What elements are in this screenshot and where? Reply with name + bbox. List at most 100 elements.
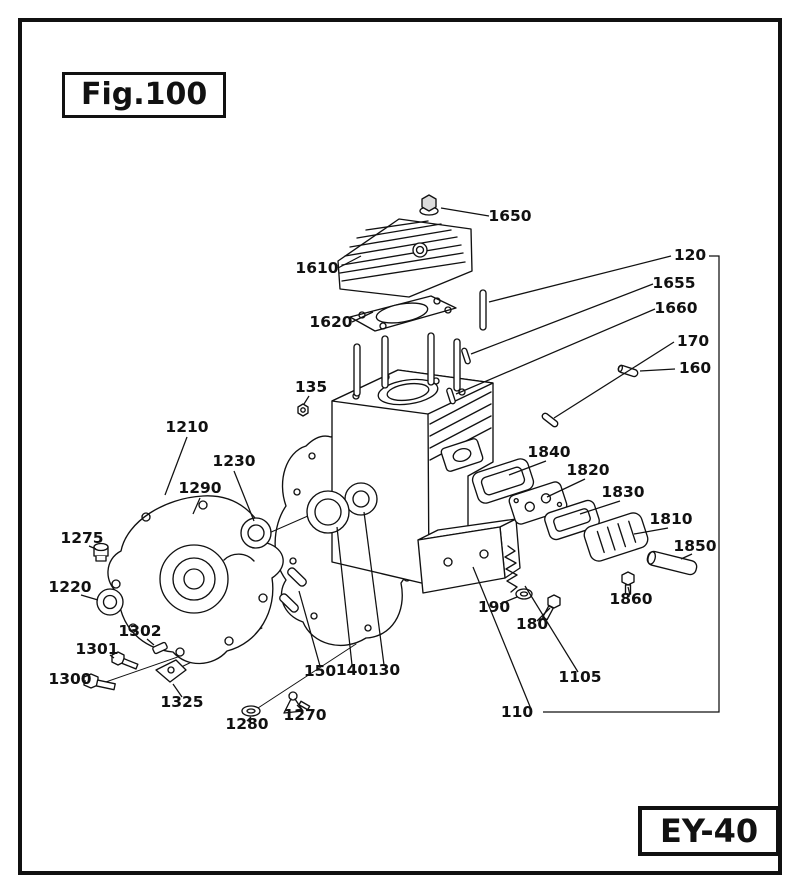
diagram-frame [18,18,782,875]
model-number-box: EY-40 [638,806,781,857]
leader-line-1220 [80,594,99,601]
leader-line-110 [472,566,532,710]
pipe-1850-illustration [646,550,698,576]
oil-seal-1220-illustration [96,588,124,616]
group-bracket-line [543,255,720,713]
part-number-150: 150 [304,662,337,680]
part-number-1280: 1280 [225,715,268,733]
leader-line-1325 [172,683,183,698]
part-number-1210: 1210 [165,418,208,436]
leader-line-1860 [627,586,631,596]
figure-number-box: Fig.100 [62,72,227,118]
leader-line-1830 [579,500,621,515]
leader-lines [80,207,720,722]
leader-line-180 [536,607,551,622]
leader-line-130 [363,511,385,666]
stud-170-illustration [541,412,559,428]
leader-line-1620 [351,311,374,323]
cylinder-stud-illustrations [353,332,461,397]
bolt-1300-illustration [83,673,116,691]
stud-1655-illustration [461,347,471,365]
leader-line-1610 [337,255,362,269]
part-number-1610: 1610 [295,259,338,277]
part-number-1830: 1830 [601,483,644,501]
breather-cover-illustration [583,512,649,562]
leader-line-1270 [296,704,304,712]
leader-line-140 [336,526,353,666]
model-number: EY-40 [660,812,759,850]
bracket-1325-illustration [155,659,187,683]
part-number-1810: 1810 [649,510,692,528]
leader-line-170 [553,341,675,419]
head-bolt-illustration [419,194,439,216]
figure-number: Fig.100 [81,77,208,112]
leader-line-1650 [440,207,490,217]
head-gasket-illustration [349,295,457,332]
part-number-1325: 1325 [160,693,203,711]
leader-line-1105 [524,585,579,673]
leader-line-1302 [146,638,155,646]
leader-line-1850 [680,553,693,560]
part-number-1230: 1230 [212,452,255,470]
part-number-130: 130 [368,661,401,679]
part-number-1850: 1850 [673,537,716,555]
part-number-1302: 1302 [118,622,161,640]
nut-135-illustration [297,403,309,417]
engine-illustration [83,194,698,717]
part-number-1820: 1820 [566,461,609,479]
leader-line-1301 [109,654,115,659]
part-number-1290: 1290 [178,479,221,497]
part-number-1220: 1220 [48,578,91,596]
leader-line-1655 [470,283,654,355]
part-number-120: 120 [674,246,707,264]
plug-1275-illustration [93,542,109,562]
leader-line-1660 [455,308,656,395]
part-number-1660: 1660 [654,299,697,317]
leader-line-1810 [633,527,669,535]
crankcase-cover-illustration [107,495,284,665]
part-number-1270: 1270 [283,706,326,724]
part-number-170: 170 [677,332,710,350]
leader-line-160 [639,368,676,372]
ball-bearing-illustration [344,482,378,516]
part-number-1105: 1105 [558,668,601,686]
part-number-1650: 1650 [488,207,531,225]
part-number-1275: 1275 [60,529,103,547]
part-number-1300: 1300 [48,670,91,688]
long-stud-illustration [479,289,487,331]
part-number-1655: 1655 [652,274,695,292]
breather-port-flange-illustration [440,438,484,472]
leader-line-1230 [233,470,255,522]
governor-arm-1270-illustration [283,691,311,714]
governor-spring-illustration [504,545,518,593]
leader-line-150 [298,590,321,667]
clip-1302-illustration [152,641,168,655]
part-number-135: 135 [295,378,327,396]
part-labels: 1650 120 1610 1655 1660 1620 170 160 135 12101230… [48,207,716,733]
breather-gasket-inner-illustration [471,458,535,504]
washer-1280-illustration [241,705,261,717]
part-number-1301: 1301 [75,640,118,658]
leader-line-1275 [88,545,97,550]
leader-line-135 [303,395,310,405]
leader-line-1280 [246,716,252,722]
part-number-160: 160 [679,359,712,377]
bolt-180-illustration [542,594,561,621]
part-number-1840: 1840 [527,443,570,461]
cover-bearing-illustration [240,517,272,549]
part-number-110: 110 [501,703,534,721]
stud-1660-illustration [446,387,456,405]
leader-line-190 [499,596,518,605]
part-number-180: 180 [516,615,549,633]
cylinder-head-illustration [337,218,473,298]
part-number-1860: 1860 [609,590,652,608]
part-number-140: 140 [336,661,369,679]
leader-line-1290 [192,497,201,515]
part-number-1620: 1620 [309,313,352,331]
dowel-pin-illustrations [279,567,307,613]
leader-line-1840 [508,460,547,476]
bolt-1301-illustration [111,651,139,670]
leader-line-120 [488,255,672,303]
